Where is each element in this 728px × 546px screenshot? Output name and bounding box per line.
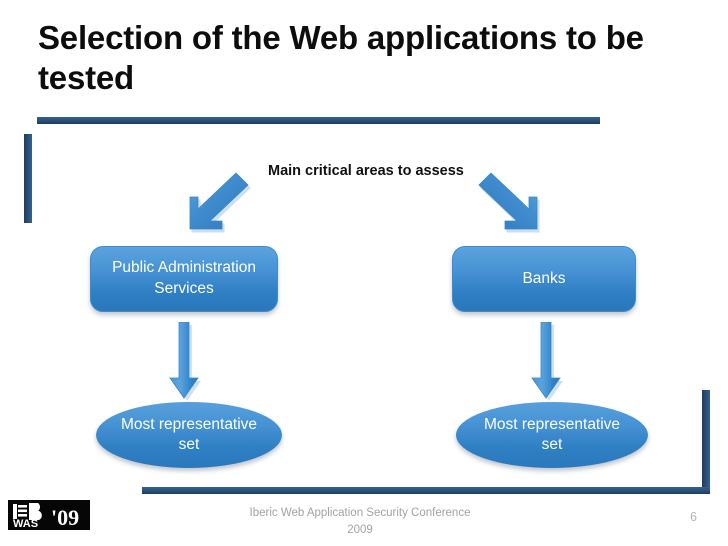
- node-label: Most representative set: [120, 415, 258, 453]
- footer-line-1: Iberic Web Application Security Conferen…: [249, 507, 471, 519]
- logo-year-text: '09: [51, 505, 79, 530]
- diagram-caption: Main critical areas to assess: [268, 163, 464, 179]
- footer-divider-line: [142, 487, 710, 494]
- left-accent-bar: [24, 134, 32, 223]
- footer-line-2: 2009: [347, 523, 373, 536]
- node-label: Public Administration Services: [112, 259, 256, 297]
- node-label: Most representative set: [483, 415, 621, 453]
- ibwas-logo: WAS '09: [8, 500, 90, 530]
- page-number: 6: [690, 510, 697, 524]
- node-most-representative-set-left[interactable]: Most representative set: [96, 402, 282, 468]
- footer-conference-text: Iberic Web Application Security Conferen…: [180, 505, 540, 538]
- diagonal-arrow-right-icon: [478, 172, 540, 233]
- right-accent-bar: [702, 390, 710, 489]
- down-arrow-left-icon: [169, 322, 201, 401]
- page-title: Selection of the Web applications to be …: [38, 19, 644, 97]
- title-divider-line: [37, 117, 600, 124]
- down-arrow-right-icon: [531, 322, 563, 401]
- logo-sub-text: WAS: [13, 518, 38, 530]
- node-banks[interactable]: Banks: [452, 246, 636, 312]
- node-most-representative-set-right[interactable]: Most representative set: [456, 402, 648, 468]
- diagonal-arrow-left-icon: [189, 172, 251, 233]
- node-label: Banks: [522, 269, 566, 287]
- node-public-administration-services[interactable]: Public Administration Services: [90, 246, 278, 312]
